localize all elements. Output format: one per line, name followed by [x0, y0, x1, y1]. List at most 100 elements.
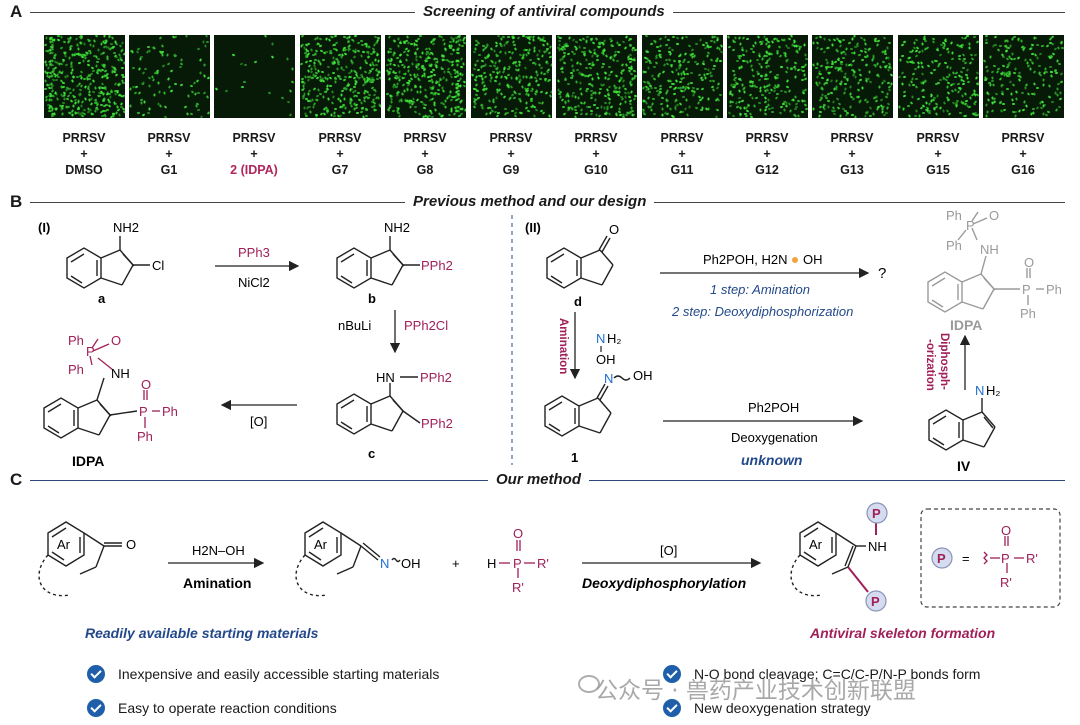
panel-label: PRRSV+G10 — [554, 130, 638, 178]
hydroxylamine-h2: H₂ — [607, 331, 621, 346]
microscopy-panel — [129, 35, 210, 118]
hydroxylamine-n: N — [596, 331, 605, 346]
ketone-o: O — [126, 537, 136, 552]
section-b-title: Previous method and our design — [405, 193, 655, 210]
pph3-reagent: PPh3 — [238, 245, 270, 260]
p-def-r2: R' — [1000, 575, 1012, 590]
d-o: O — [609, 222, 619, 237]
panel-virus: PRRSV — [830, 131, 874, 145]
section-a-letter: A — [10, 2, 23, 21]
panel-plus: + — [678, 147, 686, 161]
panel-virus: PRRSV — [403, 131, 447, 145]
target-p1: P — [966, 218, 975, 233]
a-nh2: NH2 — [113, 220, 139, 235]
panel-drug: G9 — [502, 163, 520, 177]
panel-drug: DMSO — [65, 163, 103, 177]
diphosph-label-2: -orization — [924, 339, 936, 391]
idpa-ph3: Ph — [162, 404, 178, 419]
microscopy-panel — [983, 35, 1064, 118]
target-o2: O — [1024, 255, 1034, 270]
target-ph1: Ph — [946, 208, 962, 223]
panel-drug: 2 (IDPA) — [230, 163, 278, 177]
panel-drug: G11 — [670, 163, 694, 177]
idpa-o1: O — [111, 333, 121, 348]
microscopy-panel — [385, 35, 466, 118]
section-a-title: Screening of antiviral compounds — [415, 3, 673, 20]
label-b: b — [368, 291, 376, 306]
panel-plus: + — [763, 147, 771, 161]
panel-virus: PRRSV — [1001, 131, 1045, 145]
c-reagent-nh2oh: H2N–OH — [192, 543, 245, 558]
panel-plus: + — [250, 147, 258, 161]
p-def-r1: R' — [1026, 551, 1038, 566]
b-nh2: NH2 — [384, 220, 410, 235]
target-o1: O — [989, 208, 999, 223]
microscopy-panel — [214, 35, 295, 118]
amination-vertical: Amination — [557, 318, 569, 374]
c-pph2-bottom: PPh2 — [421, 416, 453, 431]
panel-virus: PRRSV — [232, 131, 276, 145]
nicl2-reagent: NiCl2 — [238, 275, 270, 290]
target-p2: P — [1022, 282, 1031, 297]
idpa-p2: P — [139, 404, 148, 419]
target-ph4: Ph — [1020, 306, 1036, 321]
panel-plus: + — [1019, 147, 1027, 161]
scheme-i-tag: (I) — [38, 220, 50, 235]
c-pph2-top: PPh2 — [420, 370, 452, 385]
ketone-ar: Ar — [57, 537, 71, 552]
readily-available-caption: Readily available starting materials — [85, 625, 319, 641]
panel-drug: G7 — [331, 163, 349, 177]
diphosph-label-1: Diphosph- — [938, 333, 950, 390]
idpa-ph1: Ph — [68, 333, 84, 348]
panel-label: PRRSV + DMSO — [42, 130, 126, 178]
bullet-2: Easy to operate reaction conditions — [118, 700, 337, 716]
oxime-ar: Ar — [314, 537, 328, 552]
target-idpa-label: IDPA — [950, 317, 982, 333]
microscopy-panel — [44, 35, 125, 118]
molecule-c — [336, 376, 421, 435]
buli-reagent: nBuLi — [338, 318, 371, 333]
c-deoxy-label: Deoxydiphosphorylation — [582, 575, 746, 591]
panel-plus: + — [421, 147, 429, 161]
reagent-oh: OH — [803, 252, 823, 267]
watermark: 公众号 · 兽药产业技术创新联盟 — [595, 678, 916, 704]
idpa-target — [927, 211, 1044, 313]
panel-label: PRRSV+G11 — [640, 130, 724, 178]
panel-virus: PRRSV — [62, 131, 106, 145]
aryl-oxime — [295, 521, 401, 597]
panel-label: PRRSV+G16 — [981, 130, 1065, 178]
panel-plus: + — [80, 147, 88, 161]
oxime-1-oh: OH — [633, 368, 653, 383]
microscopy-panel — [812, 35, 893, 118]
oxime-n: N — [380, 556, 389, 571]
p-def-eq: = — [962, 551, 970, 566]
p-circle-top — [866, 502, 888, 524]
po-p: P — [513, 556, 522, 571]
label-1: 1 — [571, 450, 578, 465]
oxime-1-n: N — [604, 371, 613, 386]
panel-plus: + — [592, 147, 600, 161]
p-circle-bottom — [865, 590, 887, 612]
antiviral-caption: Antiviral skeleton formation — [809, 625, 995, 641]
c-hn: HN — [376, 370, 395, 385]
b-pph2: PPh2 — [421, 258, 453, 273]
panel-label: PRRSV+G8 — [383, 130, 467, 178]
label-c: c — [368, 446, 375, 461]
panel-virus: PRRSV — [489, 131, 533, 145]
scheme-ii-tag: (II) — [525, 220, 541, 235]
unknown-label: unknown — [741, 452, 802, 468]
panel-label: PRRSV+G12 — [725, 130, 809, 178]
check-icon — [87, 699, 105, 717]
molecule-b — [336, 236, 420, 289]
label-iv: IV — [957, 458, 971, 474]
product-ar: Ar — [809, 537, 823, 552]
section-c-letter: C — [10, 470, 23, 489]
p-def-circle — [931, 547, 953, 569]
panel-virus: PRRSV — [574, 131, 618, 145]
iv-n: N — [975, 383, 984, 398]
panel-label: PRRSV+G9 — [469, 130, 553, 178]
microscopy-panel — [898, 35, 979, 118]
panel-label: PRRSV+G7 — [298, 130, 382, 178]
bullet-3: N-O bond cleavage; C=C/C-P/N-P bonds for… — [694, 666, 981, 682]
